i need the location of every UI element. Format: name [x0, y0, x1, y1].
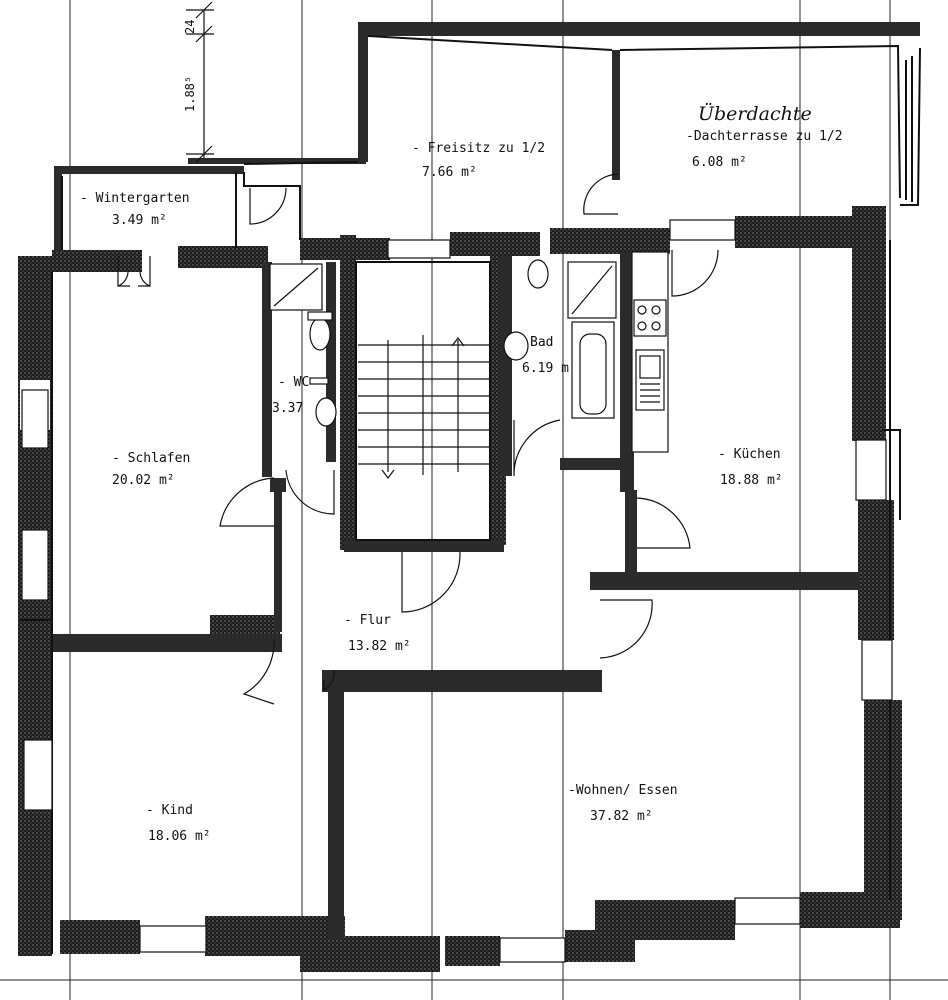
room-name-wintergarten: - Wintergarten: [80, 191, 190, 206]
windows: [21, 219, 893, 963]
room-labels: - Freisitz zu 1/2 7.66 m² -Dachterrasse …: [80, 129, 843, 844]
room-name-dachterrasse: -Dachterrasse zu 1/2: [686, 129, 843, 144]
room-area-wintergarten: 3.49 m²: [112, 213, 167, 228]
kitchen-counter: [631, 251, 669, 453]
room-area-schlafen: 20.02 m²: [112, 473, 175, 488]
room-name-wohnen: -Wohnen/ Essen: [568, 783, 678, 798]
bathroom-fixtures: [269, 259, 617, 427]
room-area-kind: 18.06 m²: [148, 829, 211, 844]
room-name-kuchen: - Küchen: [718, 447, 781, 462]
room-area-dachterrasse: 6.08 m²: [692, 155, 747, 170]
room-area-flur: 13.82 m²: [348, 639, 411, 654]
room-name-schlafen: - Schlafen: [112, 451, 190, 466]
dimension-upper: 24: [183, 20, 197, 34]
room-name-kind: - Kind: [146, 803, 193, 818]
handwritten-annotation: Überdachte: [698, 102, 812, 125]
room-area-freisitz: 7.66 m²: [422, 165, 477, 180]
dimension-line: 24 1.88⁵: [183, 1, 214, 163]
room-area-wohnen: 37.82 m²: [590, 809, 653, 824]
room-area-kuchen: 18.88 m²: [720, 473, 783, 488]
outline-lines: [20, 35, 921, 954]
interior-walls: [52, 22, 920, 940]
room-area-wc: 3.37: [272, 401, 303, 416]
room-name-wc: - WC: [278, 375, 309, 390]
doors: [117, 173, 719, 705]
staircase: [355, 261, 491, 541]
room-name-freisitz: - Freisitz zu 1/2: [412, 141, 545, 156]
dimension-lower: 1.88⁵: [183, 76, 197, 112]
room-name-bad: Bad: [530, 335, 553, 350]
room-name-flur: - Flur: [344, 613, 391, 628]
room-area-bad: 6.19 m: [522, 361, 569, 376]
